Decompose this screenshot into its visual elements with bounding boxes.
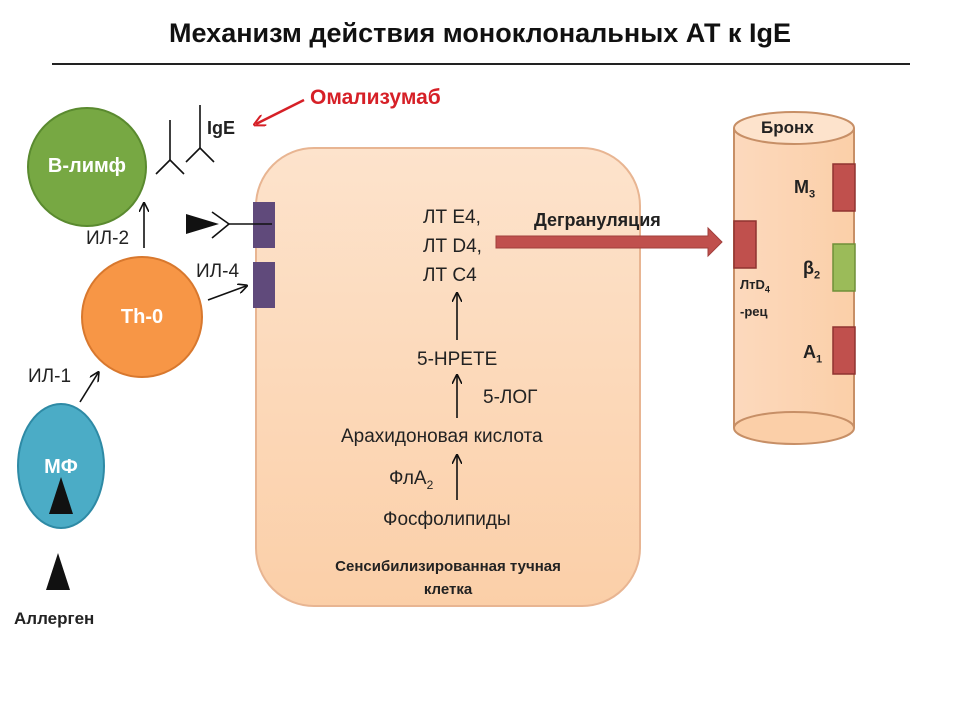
il1-label: ИЛ-1	[28, 366, 72, 387]
degranulation-arrow	[495, 226, 723, 258]
hpete-label: 5-НРЕТЕ	[417, 349, 498, 370]
omalizumab-label: Омализумаб	[310, 86, 441, 109]
mast-receptor-upper	[253, 202, 275, 248]
lt-d4-label: ЛТ D4,	[423, 236, 482, 257]
il2-label: ИЛ-2	[86, 228, 130, 249]
arachidonic-acid-label: Арахидоновая кислота	[341, 426, 543, 447]
ige-label: IgE	[207, 118, 236, 138]
ltd4-receptor-label: ЛтD4 -рец	[740, 277, 770, 319]
m3-receptor	[832, 163, 856, 212]
allergen-label: Аллерген	[14, 609, 95, 628]
th0-cell	[81, 256, 203, 378]
bound-antibody	[211, 211, 272, 239]
b2-label: β2	[803, 258, 821, 282]
bound-allergen	[186, 214, 219, 234]
il4-arrow	[207, 286, 246, 301]
bronchus-label: Бронх	[761, 118, 814, 137]
title-divider	[52, 63, 910, 65]
m3-label: М3	[794, 177, 816, 201]
degranulation-label: Дегрануляция	[534, 210, 661, 230]
mf-cell	[17, 403, 105, 529]
mf-label: МФ	[44, 456, 78, 478]
allergen-icon	[46, 553, 70, 590]
omalizumab-arrow	[256, 98, 305, 124]
a1-receptor	[832, 326, 856, 375]
b2-receptor	[832, 243, 856, 292]
engulfed-allergen-icon	[49, 477, 73, 514]
b-lymph-label: В-лимф	[47, 155, 127, 177]
fla2-label: ФлА2	[389, 468, 434, 492]
lt-c4-label: ЛТ С4	[423, 265, 477, 286]
a1-label: А1	[803, 342, 823, 366]
mast-receptor-lower	[253, 262, 275, 308]
il4-label: ИЛ-4	[196, 261, 240, 282]
th0-label: Th-0	[120, 306, 164, 328]
log-label: 5-ЛОГ	[483, 387, 538, 408]
lt-e4-label: ЛТ Е4,	[423, 207, 481, 228]
mast-cell-label: Сенсибилизированная тучная клетка	[335, 558, 561, 598]
b-lymph-cell	[27, 107, 147, 227]
page-title: Механизм действия моноклональных АТ к Ig…	[169, 18, 791, 48]
il1-arrow	[79, 373, 98, 403]
phospholipids-label: Фосфолипиды	[383, 509, 511, 530]
ige-antibodies-icon	[155, 105, 215, 175]
ltd4-receptor	[733, 220, 757, 269]
mast-cell	[255, 147, 641, 607]
